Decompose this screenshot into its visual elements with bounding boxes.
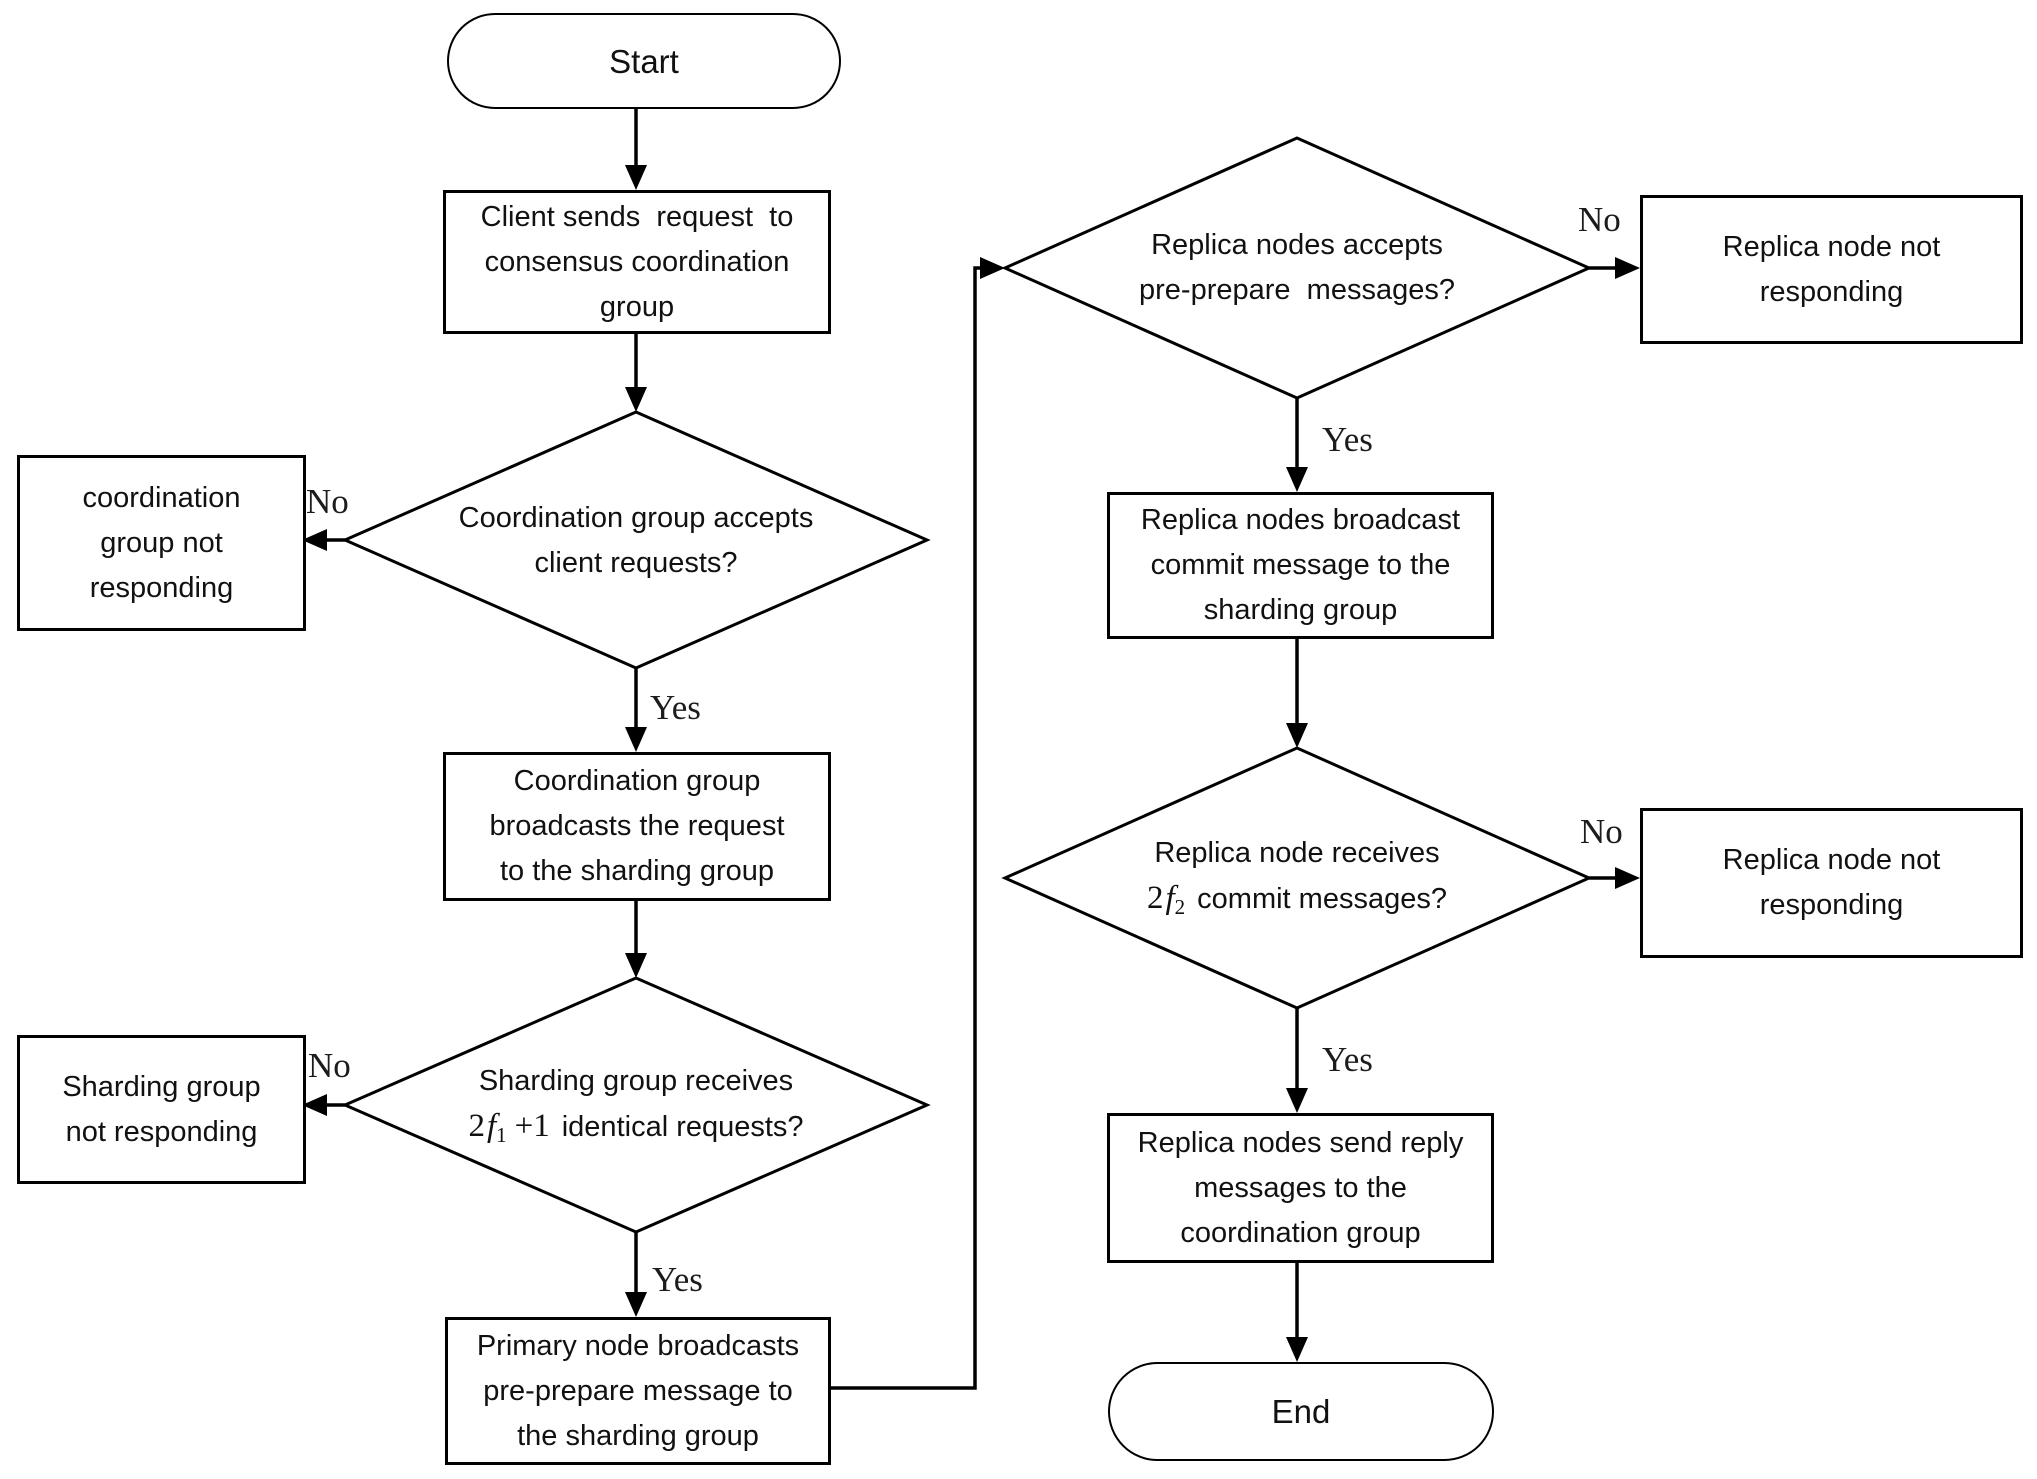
arrow-no-replica-not-responding-1 <box>1589 257 1640 279</box>
process-line: responding <box>89 571 234 604</box>
math-plus-one: +1 <box>514 1108 550 1144</box>
math-coefficient: 2 <box>468 1108 485 1144</box>
math-subscript: 1 <box>496 1123 507 1147</box>
arrow-no-sharding-not-responding <box>302 1094 345 1116</box>
diamond-sharding-receives <box>341 976 931 1234</box>
process-line: commit message to the <box>1150 549 1451 581</box>
process-line: broadcasts the request <box>489 810 785 842</box>
process-line: Coordination group <box>513 765 761 797</box>
decision-replica-accepts-text: Replica nodes accepts pre-prepare messag… <box>1047 200 1547 335</box>
process-replica-not-responding-2: Replica node not responding <box>1640 808 2023 958</box>
process-client-request-line: group <box>599 290 675 323</box>
end-label: End <box>1271 1393 1331 1430</box>
decision-coordination-accepts-text: Coordination group accepts client reques… <box>386 472 886 610</box>
process-sharding-not-responding: Sharding group not responding <box>17 1035 306 1184</box>
start-node: Start <box>447 13 841 109</box>
arrow-yes-coord-broadcasts <box>625 668 647 752</box>
process-line: the sharding group <box>517 1419 759 1452</box>
edge-label-no-sharding: No <box>308 1046 351 1085</box>
arrow-reply-to-end <box>1286 1257 1308 1362</box>
process-client-request-line: Client sends request to <box>480 200 794 233</box>
arrow-yes-replica-broadcast-commit <box>1286 398 1308 492</box>
process-line: Sharding group <box>62 1070 261 1103</box>
process-line: Primary node broadcasts <box>476 1329 800 1362</box>
arrow-yes-replica-send-reply <box>1286 1008 1308 1113</box>
edge-label-no-coord: No <box>306 482 349 521</box>
process-replica-send-reply: Replica nodes send reply messages to the… <box>1107 1113 1494 1263</box>
process-client-request: Client sends request to consensus coordi… <box>443 190 831 334</box>
decision-line: client requests? <box>534 547 738 579</box>
arrow-yes-primary-broadcasts <box>625 1232 647 1317</box>
decision-line: Coordination group accepts <box>458 502 814 534</box>
decision-line: Replica nodes accepts <box>1151 228 1443 261</box>
arrow-client-request-to-coord-accepts <box>625 328 647 412</box>
decision-line: Replica node receives <box>1154 837 1440 869</box>
process-replica-broadcast-commit: Replica nodes broadcast commit message t… <box>1107 492 1494 639</box>
process-line: Replica nodes broadcast <box>1140 504 1461 536</box>
edge-label-yes-replica-commit: Yes <box>1322 1040 1373 1079</box>
connector-primary-to-replica-accepts <box>825 257 1005 1390</box>
process-line: to the sharding group <box>499 855 775 887</box>
process-line: responding <box>1759 275 1904 308</box>
process-primary-broadcasts: Primary node broadcasts pre-prepare mess… <box>445 1317 831 1465</box>
decision-line: pre-prepare messages? <box>1139 273 1455 306</box>
decision-line: Sharding group receives <box>478 1065 794 1097</box>
process-line: Replica nodes send reply <box>1137 1126 1464 1159</box>
process-line: not responding <box>65 1115 258 1148</box>
edge-label-no-replica-accepts: No <box>1578 200 1621 239</box>
process-coord-not-responding: coordination group not responding <box>17 455 306 631</box>
arrow-commit-to-replica-receives <box>1286 633 1308 748</box>
process-client-request-line: consensus coordination <box>484 245 790 278</box>
process-line: responding <box>1759 889 1904 921</box>
edge-label-yes-coord: Yes <box>650 688 701 727</box>
math-variable: f <box>486 1108 497 1144</box>
edge-label-no-replica-commit: No <box>1580 812 1623 851</box>
process-line: group not <box>100 526 223 559</box>
arrow-start-to-client-request <box>625 105 647 190</box>
arrow-no-coord-not-responding <box>302 529 345 551</box>
process-line: pre-prepare message to <box>483 1374 793 1407</box>
process-replica-not-responding-1: Replica node not responding <box>1640 195 2023 344</box>
edge-label-yes-sharding: Yes <box>652 1260 703 1299</box>
decision-line-rest: identical requests? <box>561 1111 804 1143</box>
process-line: Replica node not <box>1722 230 1941 263</box>
math-coefficient: 2 <box>1147 880 1164 916</box>
process-line: coordination group <box>1180 1216 1421 1249</box>
math-subscript: 2 <box>1174 895 1186 919</box>
diamond-coordination-accepts <box>341 410 931 670</box>
edge-label-yes-replica-accepts: Yes <box>1322 420 1373 459</box>
arrow-no-replica-not-responding-2 <box>1589 867 1640 889</box>
decision-line-rest: commit messages? <box>1197 883 1447 915</box>
end-node: End <box>1108 1362 1494 1461</box>
start-label: Start <box>609 42 679 80</box>
process-line: Replica node not <box>1722 844 1941 876</box>
math-variable: f <box>1165 880 1175 916</box>
process-line: sharding group <box>1203 594 1398 626</box>
arrow-coord-broadcasts-to-sharding-receives <box>625 895 647 978</box>
process-line: coordination <box>82 481 241 514</box>
process-coord-broadcasts: Coordination group broadcasts the reques… <box>443 752 831 901</box>
process-line: messages to the <box>1194 1171 1407 1204</box>
